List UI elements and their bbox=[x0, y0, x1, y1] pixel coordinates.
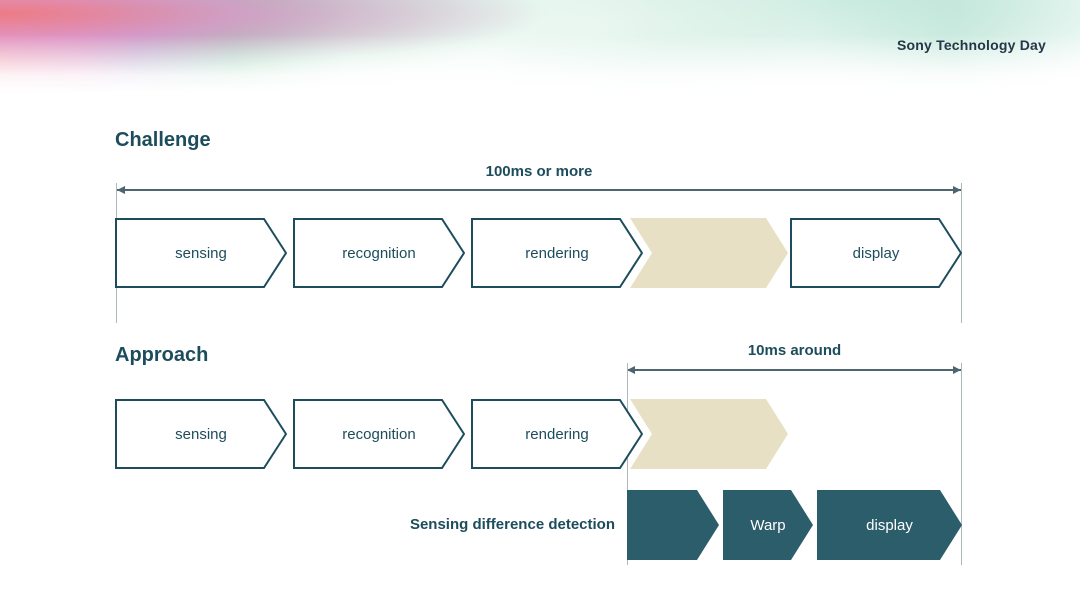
process-arrow-sensing: sensing bbox=[115, 399, 287, 469]
arrow-label: sensing bbox=[175, 425, 227, 443]
latency-block-chevron bbox=[630, 218, 788, 288]
process-arrow-rendering: rendering bbox=[471, 218, 643, 288]
approach-title: Approach bbox=[115, 344, 209, 366]
arrow-label: sensing bbox=[175, 244, 227, 262]
fast-process-arrow-display: display bbox=[817, 490, 962, 560]
arrow-label: display bbox=[866, 516, 913, 534]
arrow-label: Warp bbox=[750, 516, 786, 534]
approach-duration-label: 10ms around bbox=[747, 342, 842, 359]
challenge-duration-label: 100ms or more bbox=[485, 163, 593, 180]
arrow-label: recognition bbox=[342, 425, 416, 443]
challenge-title: Challenge bbox=[115, 129, 211, 151]
brand-text: Sony Technology Day bbox=[896, 37, 1046, 53]
fast-process-arrow-warp: Warp bbox=[723, 490, 813, 560]
approach-dimension-line bbox=[627, 366, 961, 374]
arrow-label: rendering bbox=[525, 244, 589, 262]
arrow-shape bbox=[817, 490, 962, 560]
arrow-label: rendering bbox=[525, 425, 589, 443]
arrow-label: recognition bbox=[342, 244, 416, 262]
chevron-shape bbox=[630, 218, 788, 288]
latency-block-chevron bbox=[630, 399, 788, 469]
arrow-label: display bbox=[852, 244, 900, 262]
approach-left-guide-line bbox=[627, 363, 628, 565]
arrow-shape bbox=[471, 399, 643, 469]
chevron-shape bbox=[630, 399, 788, 469]
process-arrow-recognition: recognition bbox=[293, 218, 465, 288]
arrow-shape bbox=[790, 218, 962, 288]
header-banner: Sony Technology Day bbox=[0, 0, 1080, 92]
challenge-dimension-line bbox=[117, 186, 961, 194]
arrow-shape bbox=[627, 490, 719, 560]
arrow-shape bbox=[471, 218, 643, 288]
arrow-shape bbox=[293, 399, 465, 469]
process-arrow-sensing: sensing bbox=[115, 218, 287, 288]
process-arrow-recognition: recognition bbox=[293, 399, 465, 469]
approach-right-guide-line bbox=[961, 363, 962, 565]
process-arrow-display: display bbox=[790, 218, 962, 288]
sensing-difference-note: Sensing difference detection bbox=[409, 516, 615, 533]
arrow-shape bbox=[115, 218, 287, 288]
arrow-shape bbox=[115, 399, 287, 469]
fast-process-arrow bbox=[627, 490, 719, 560]
process-arrow-rendering: rendering bbox=[471, 399, 643, 469]
arrow-shape bbox=[293, 218, 465, 288]
arrow-shape bbox=[723, 490, 813, 560]
